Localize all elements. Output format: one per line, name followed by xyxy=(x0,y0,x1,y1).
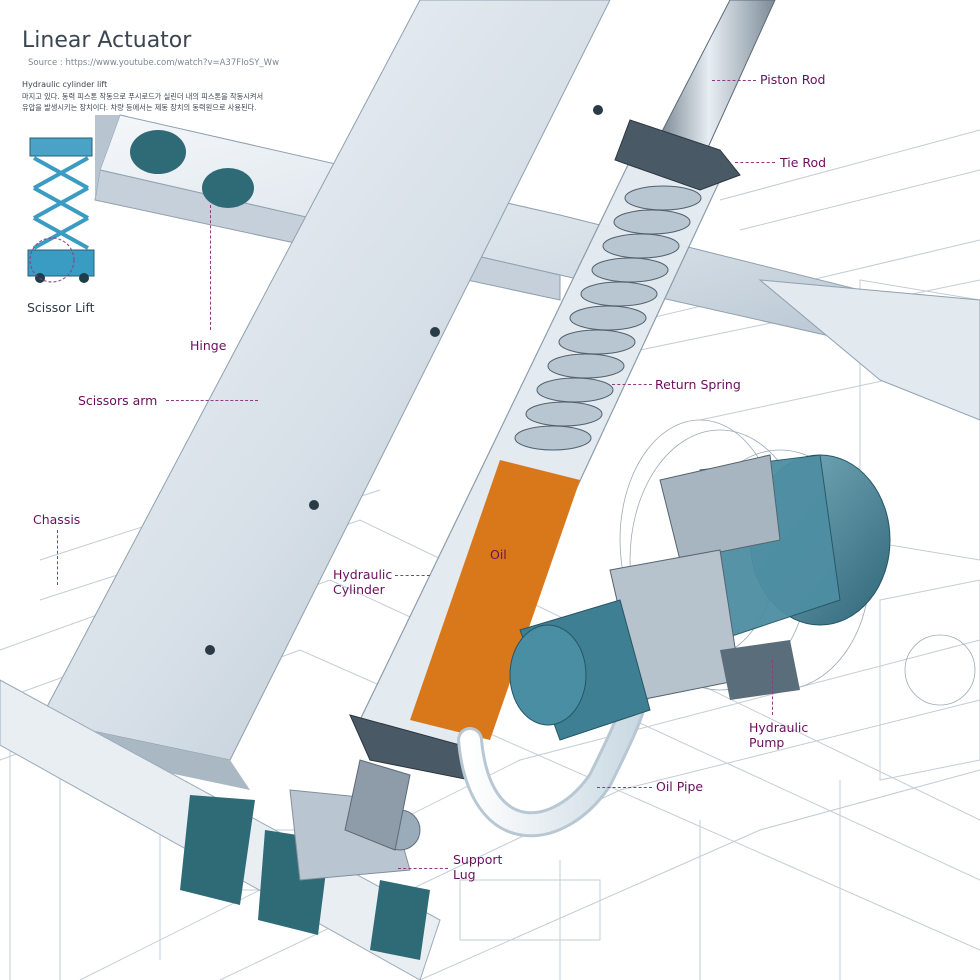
label-chassis: Chassis xyxy=(33,512,81,527)
inset-caption: Scissor Lift xyxy=(27,300,95,315)
callout-oil-pipe xyxy=(597,787,652,788)
label-hydraulic-cylinder: Hydraulic Cylinder xyxy=(333,567,392,597)
label-tie-rod: Tie Rod xyxy=(780,155,827,170)
description: 마지고 있다. 동력 피스톤 작동으로 푸시로드가 실린더 내의 피스톤을 작동… xyxy=(22,91,322,113)
label-hydraulic-cylinder-line2: Cylinder xyxy=(333,582,385,597)
description-line-2: 유압을 발생시키는 장치이다. 차량 등에서는 제동 장치의 동력원으로 사용된… xyxy=(22,103,257,112)
source-link[interactable]: Source : https://www.youtube.com/watch?v… xyxy=(28,58,280,68)
hydraulic-pump-shape xyxy=(509,454,891,741)
callout-hydraulic-pump xyxy=(772,660,773,715)
callout-scissors-arm xyxy=(166,400,258,401)
label-hydraulic-pump: Hydraulic Pump xyxy=(749,720,808,750)
label-oil-pipe: Oil Pipe xyxy=(656,779,704,794)
callout-support-lug xyxy=(398,868,448,869)
callout-hydraulic-cylinder xyxy=(395,575,430,576)
label-support-lug-line2: Lug xyxy=(453,867,476,882)
label-hydraulic-pump-line2: Pump xyxy=(749,735,785,750)
description-line-1: 마지고 있다. 동력 피스톤 작동으로 푸시로드가 실린더 내의 피스톤을 작동… xyxy=(22,92,264,101)
callout-piston-rod xyxy=(712,80,756,81)
callout-chassis xyxy=(57,530,58,585)
spring-coils xyxy=(514,185,702,451)
subtitle: Hydraulic cylinder lift xyxy=(22,80,108,89)
label-hydraulic-cylinder-line1: Hydraulic xyxy=(333,567,393,582)
hydraulic-cylinder-body xyxy=(344,0,776,851)
label-hydraulic-pump-line1: Hydraulic xyxy=(749,720,809,735)
label-hinge: Hinge xyxy=(190,338,227,353)
label-return-spring: Return Spring xyxy=(655,377,741,392)
page-title: Linear Actuator xyxy=(22,28,192,53)
label-oil: Oil xyxy=(490,547,507,562)
label-scissors-arm: Scissors arm xyxy=(78,393,158,408)
lower-tube xyxy=(0,679,441,980)
callout-hinge xyxy=(210,205,211,330)
callout-return-spring xyxy=(612,384,652,385)
scissor-lift-inset xyxy=(27,137,95,283)
label-support-lug-line1: Support xyxy=(453,852,503,867)
callout-tie-rod xyxy=(735,162,775,163)
label-support-lug: Support Lug xyxy=(453,852,502,882)
label-piston-rod: Piston Rod xyxy=(760,72,826,87)
